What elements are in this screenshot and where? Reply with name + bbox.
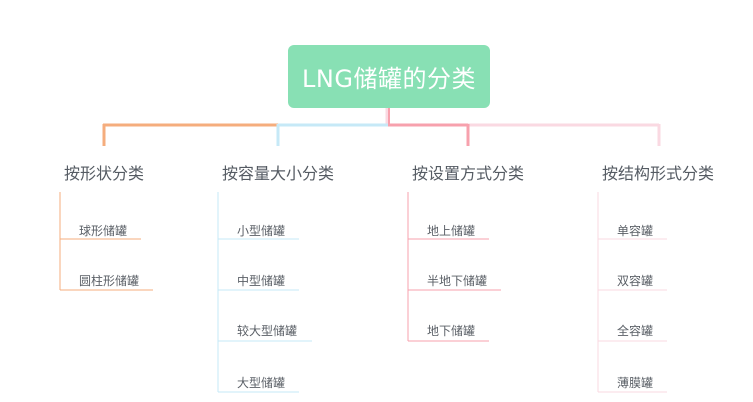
- leaf-large-tank: 大型储罐: [237, 376, 286, 390]
- leaf-cylindrical-tank: 圆柱形储罐: [79, 274, 140, 288]
- leaf-spherical-tank: 球形储罐: [79, 224, 128, 238]
- root-node-title: LNG储罐的分类: [288, 45, 490, 108]
- leaf-semi-underground-tank: 半地下储罐: [427, 274, 488, 288]
- category-structure: 按结构形式分类: [602, 164, 715, 183]
- leaf-small-tank: 小型储罐: [237, 224, 286, 238]
- category-capacity: 按容量大小分类: [222, 164, 335, 183]
- leaf-underground-tank: 地下储罐: [427, 324, 476, 338]
- leaf-membrane-tank: 薄膜罐: [617, 376, 654, 390]
- leaf-above-ground-tank: 地上储罐: [427, 224, 476, 238]
- leaf-full-containment: 全容罐: [617, 324, 654, 338]
- category-installation: 按设置方式分类: [412, 164, 525, 183]
- leaf-double-containment: 双容罐: [617, 274, 654, 288]
- leaf-medium-tank: 中型储罐: [237, 274, 286, 288]
- leaf-larger-tank: 较大型储罐: [237, 324, 298, 338]
- category-shape: 按形状分类: [64, 164, 145, 183]
- leaf-single-containment: 单容罐: [617, 224, 654, 238]
